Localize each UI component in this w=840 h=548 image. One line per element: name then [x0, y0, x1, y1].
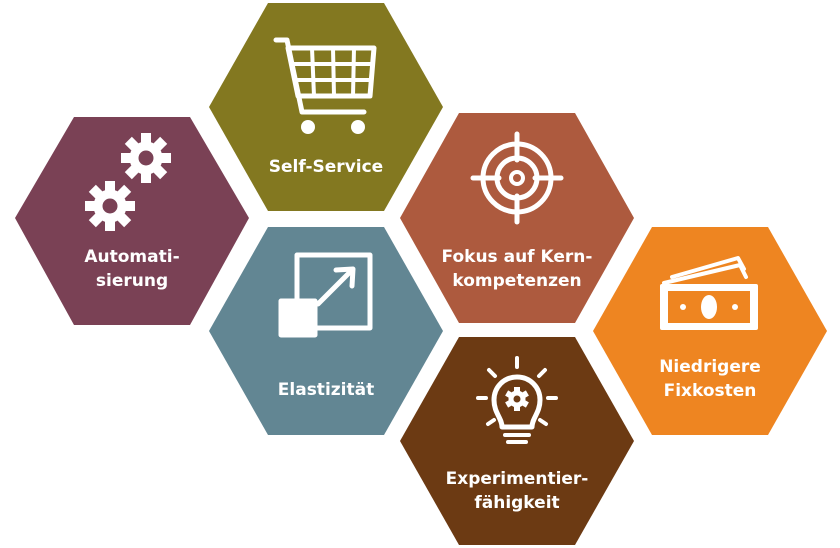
- label-self-service: Self-Service: [268, 157, 384, 177]
- hex-self-service: [209, 3, 443, 211]
- label-fixkosten: Niedrigere Fixkosten: [659, 357, 761, 401]
- resize-expand-icon: [278, 252, 373, 338]
- label-experimentierfaehigkeit: Experimentier- fähigkeit: [445, 469, 589, 513]
- target-icon: [470, 131, 564, 225]
- gears-icon: [85, 133, 171, 231]
- label-automatisierung: Automati- sierung: [84, 247, 180, 291]
- label-elastizitaet: Elastizität: [277, 380, 375, 400]
- hex-elastizitaet: [209, 227, 443, 435]
- money-bills-icon: [660, 256, 758, 330]
- hex-automatisierung: [15, 117, 249, 325]
- lightbulb-gear-icon: [476, 356, 558, 444]
- hex-fixkosten: [593, 227, 827, 435]
- shopping-cart-icon: [273, 37, 377, 134]
- label-kernkompetenzen: Fokus auf Kern- kompetenzen: [441, 247, 593, 291]
